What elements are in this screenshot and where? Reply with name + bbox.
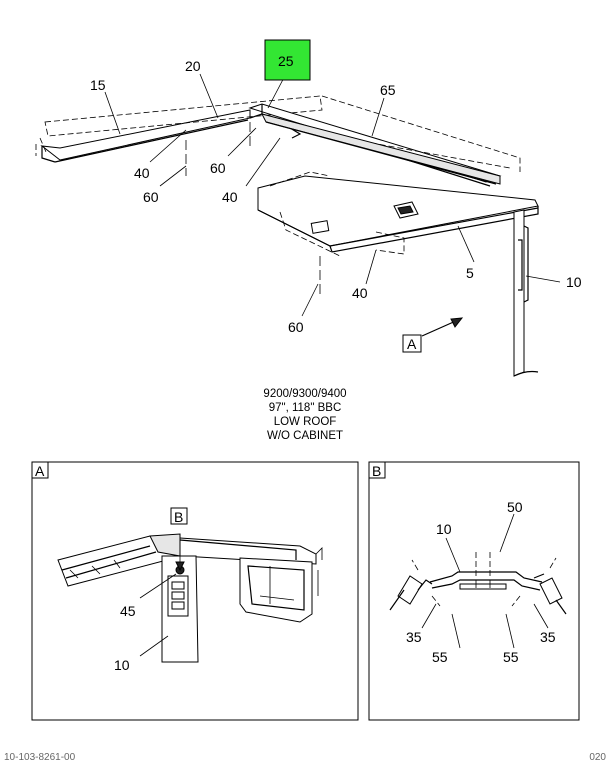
detail-a-callout-45: 45 [120,603,136,619]
footer-drawing-number: 10-103-8261-00 [4,752,76,761]
caption-line-2: 97", 118" BBC [269,402,342,414]
caption-line-1: 9200/9300/9400 [263,388,346,400]
detail-b-callout-55-right: 55 [503,649,519,665]
callout-60-left: 60 [143,189,159,205]
detail-a-panel: A B 45 10 [31,461,359,721]
detail-b-callout-35-right: 35 [540,629,556,645]
caption-line-3: LOW ROOF [274,416,337,428]
callout-20: 20 [185,58,201,74]
callout-15: 15 [90,77,106,93]
detail-a-callout-10: 10 [114,657,130,673]
left-rail [35,95,323,163]
detail-b-callout-55-left: 55 [432,649,448,665]
model-caption: 9200/9300/9400 97", 118" BBC LOW ROOF W/… [263,388,346,442]
detail-a-label: A [35,463,45,479]
view-a-label: A [407,336,417,352]
vertical-post [513,209,539,377]
detail-a-ref-b: B [174,509,183,525]
detail-b-label: B [372,463,381,479]
detail-b-panel: B 10 50 35 35 55 55 [368,461,580,721]
callout-10: 10 [566,274,582,290]
callout-40-center: 40 [222,189,238,205]
callout-5: 5 [466,265,474,281]
footer-page-code: 020 [589,752,606,761]
caption-line-4: W/O CABINET [267,430,343,442]
highlighted-callout-box [264,39,311,81]
callout-40-left: 40 [134,165,150,181]
callout-60-lower: 60 [288,319,304,335]
detail-b-callout-10: 10 [436,521,452,537]
leader-lines [104,69,561,337]
view-a-marker [402,334,422,353]
detail-b-callout-35-left: 35 [406,629,422,645]
front-panel [257,171,539,257]
callout-25: 25 [278,53,294,69]
callout-65: 65 [380,82,396,98]
detail-b-callout-50: 50 [507,499,523,515]
callout-40-lower: 40 [352,285,368,301]
callout-60-center: 60 [210,160,226,176]
right-rail [261,113,501,185]
main-assembly: 15 20 25 65 40 60 60 40 5 10 40 60 A [35,39,582,377]
